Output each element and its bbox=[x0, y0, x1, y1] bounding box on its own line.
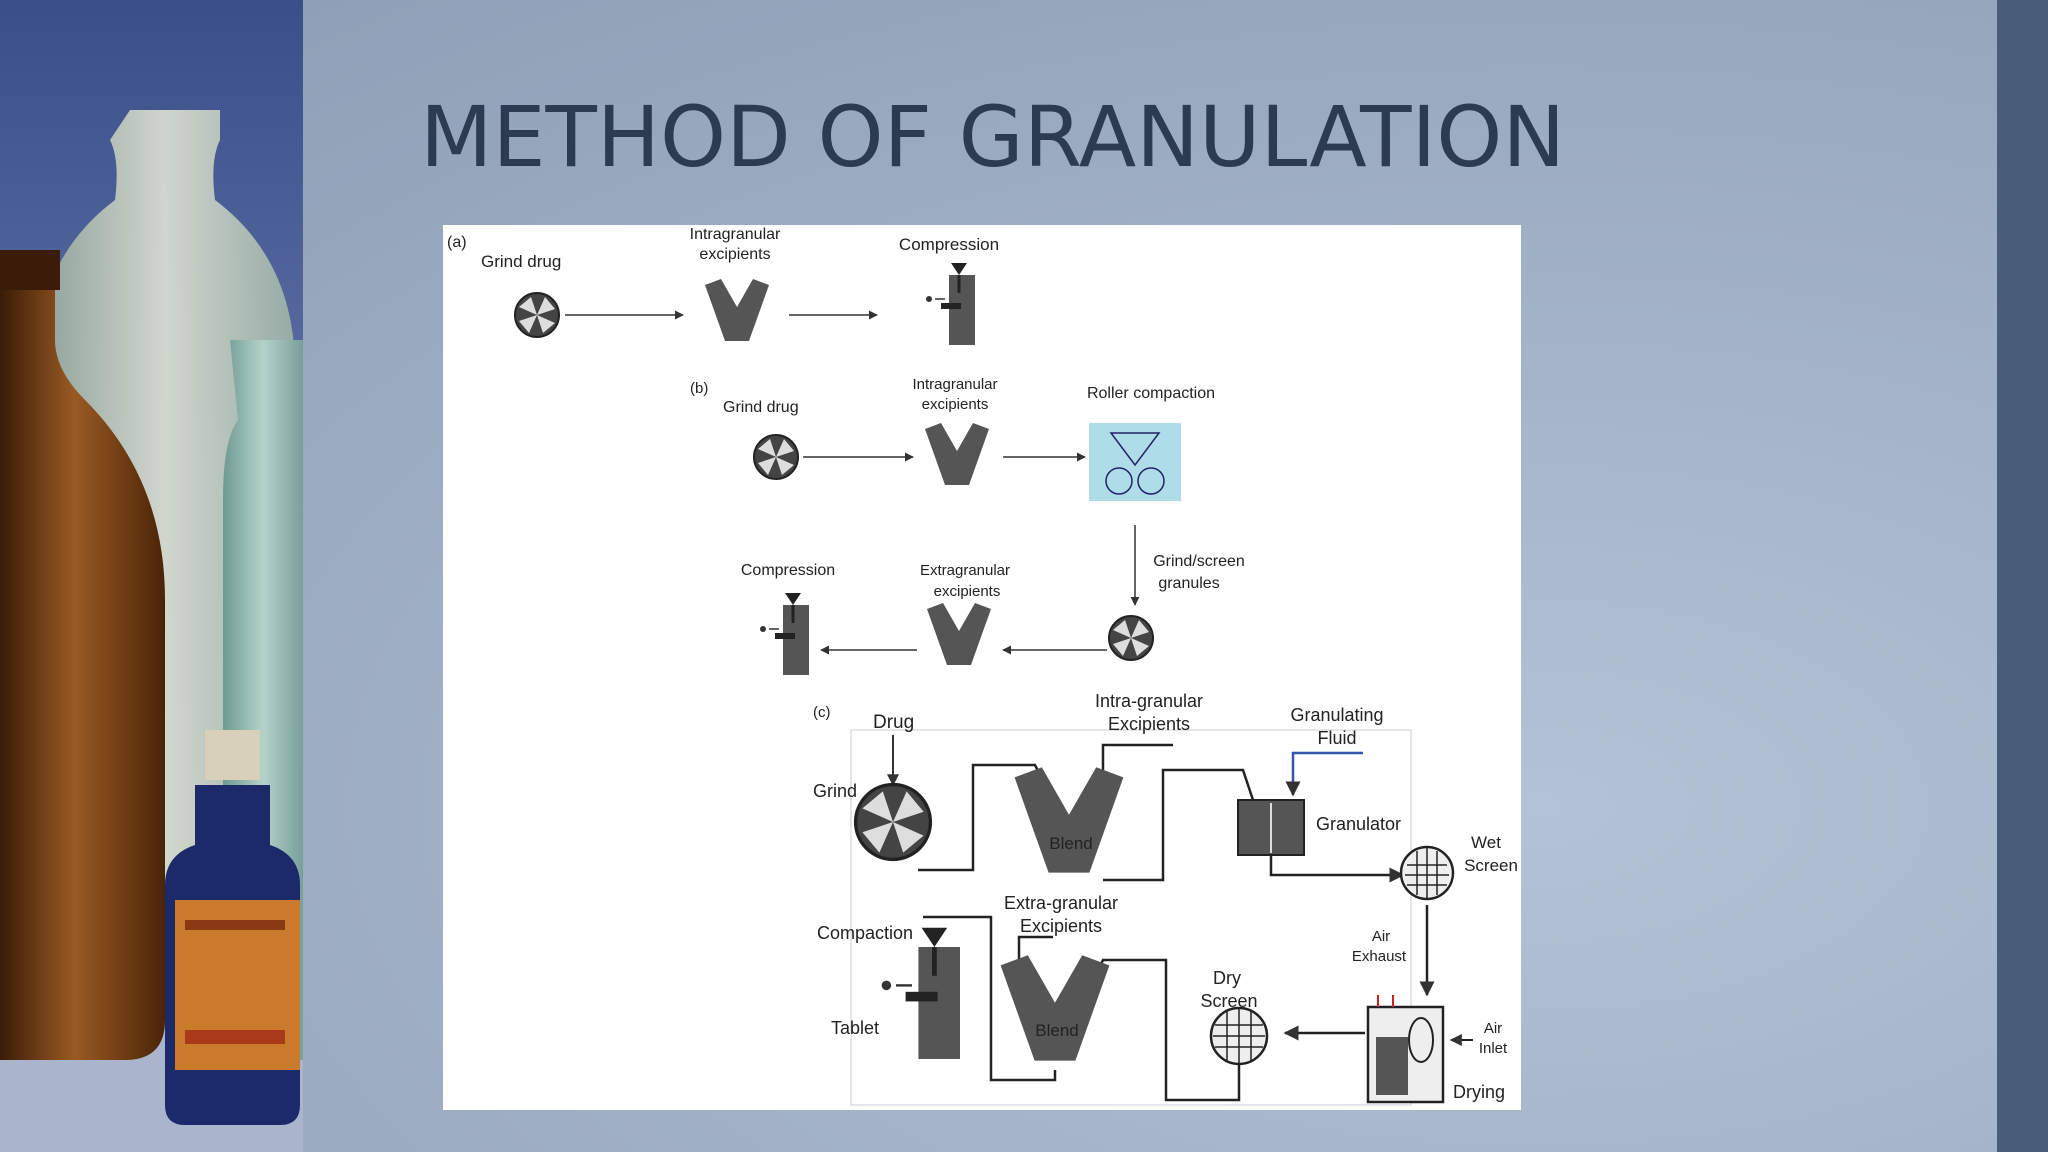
v-blender-icon bbox=[927, 603, 991, 665]
v-blender-icon bbox=[1014, 767, 1124, 873]
grinder-icon bbox=[1108, 615, 1154, 661]
grinder-icon bbox=[753, 434, 799, 480]
drying-label: Drying bbox=[1453, 1082, 1505, 1102]
accent-bar bbox=[1997, 0, 2048, 1152]
blend-2-label: Blend bbox=[1035, 1021, 1078, 1040]
drug-label: Drug bbox=[873, 712, 914, 733]
v-blender-icon bbox=[1000, 955, 1110, 1061]
v-blender-icon bbox=[925, 423, 989, 485]
panel-c-tag: (c) bbox=[813, 704, 831, 721]
panel-b-compression-label: Compression bbox=[741, 562, 835, 579]
grinder-icon bbox=[853, 782, 933, 862]
dryer-icon bbox=[1366, 995, 1445, 1104]
blend-label: Blend bbox=[1049, 834, 1092, 853]
panel-a-grind-label: Grind drug bbox=[481, 252, 561, 271]
grind-label: Grind bbox=[813, 781, 857, 801]
panel-b-tag: (b) bbox=[690, 380, 708, 397]
granulator-label: Granulator bbox=[1316, 814, 1401, 834]
tablet-press-icon bbox=[882, 928, 960, 1059]
tablet-press-icon bbox=[758, 591, 811, 677]
panel-a-compression-label: Compression bbox=[899, 235, 999, 254]
tablet-press-icon bbox=[924, 261, 977, 347]
grinder-icon bbox=[514, 292, 560, 338]
panel-b-grind-label: Grind drug bbox=[723, 399, 799, 416]
pharmacy-bottles-image bbox=[0, 0, 303, 1152]
panel-a-tag: (a) bbox=[447, 234, 467, 251]
compaction-label: Compaction bbox=[817, 923, 913, 943]
panel-b-roller-label: Roller compaction bbox=[1087, 385, 1215, 402]
slide-title: METHOD OF GRANULATION bbox=[420, 88, 1566, 186]
v-blender-icon bbox=[705, 279, 769, 341]
roller-compactor-icon bbox=[1089, 423, 1181, 501]
tablet-label: Tablet bbox=[831, 1018, 879, 1038]
